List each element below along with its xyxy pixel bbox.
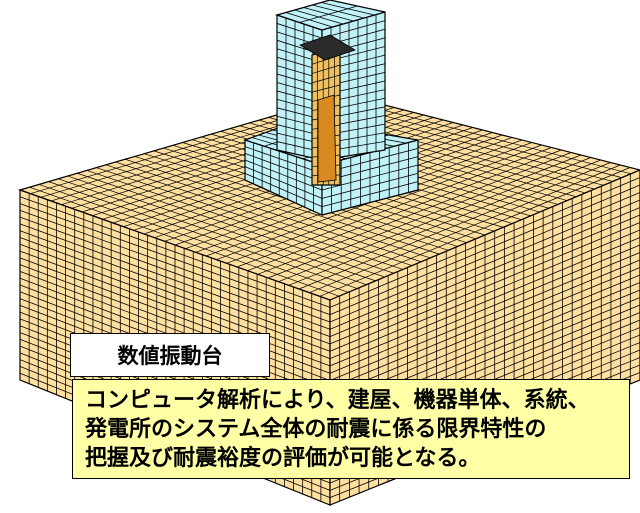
reactor-vessel bbox=[317, 94, 337, 183]
caption-line-1: コンピュータ解析により、建屋、機器単体、系統、 bbox=[85, 388, 590, 413]
description-caption: コンピュータ解析により、建屋、機器単体、系統、 発電所のシステム全体の耐震に係る… bbox=[72, 379, 630, 479]
containment-top bbox=[299, 34, 356, 61]
building-mesh-model bbox=[243, 0, 420, 216]
caption-line-2: 発電所のシステム全体の耐震に係る限界特性の bbox=[85, 417, 547, 442]
tower-top-face bbox=[274, 0, 386, 31]
numerical-shaking-table-label: 数値振動台 bbox=[70, 333, 270, 377]
caption-line-3: 把握及び耐震裕度の評価が可能となる。 bbox=[85, 446, 481, 471]
label-text: 数値振動台 bbox=[117, 344, 223, 368]
